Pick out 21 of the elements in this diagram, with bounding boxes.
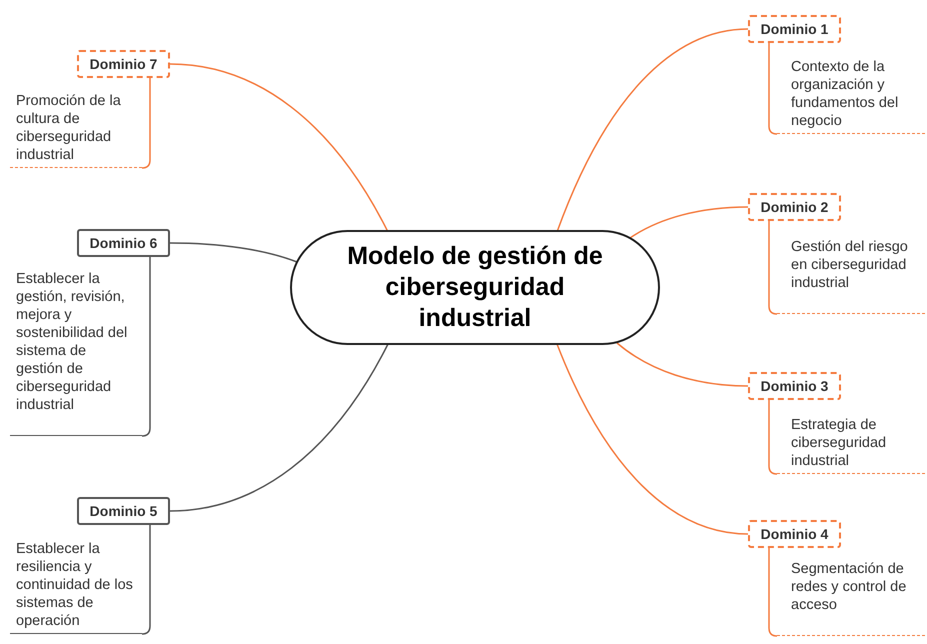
topic-box: Dominio 6: [77, 229, 170, 257]
connector-line: [556, 344, 748, 535]
subtopic-note: Promoción de la cultura de ciberseguridad industrial: [10, 90, 142, 168]
topic-box: Dominio 1: [748, 15, 841, 43]
connector-line: [170, 63, 389, 232]
subtopic-note: Establecer la gestión, revisión, mejora y sostenibilidad del sistema de gestión de ciberseguridad industrial: [10, 268, 142, 436]
subtopic-note: Segmentación de redes y control de acceso: [777, 558, 925, 636]
connector-line: [170, 242, 298, 263]
topic-box: Dominio 7: [77, 50, 170, 78]
connector-line: [556, 28, 748, 232]
subtopic-note: Establecer la resiliencia y continuidad de los sistemas de operación: [10, 538, 142, 634]
topic-box: Dominio 2: [748, 193, 841, 221]
connector-line: [630, 206, 748, 239]
connector-line: [170, 344, 389, 512]
subtopic-note: Gestión del riesgo en ciberseguridad industrial: [777, 236, 925, 314]
topic-box: Dominio 3: [748, 372, 841, 400]
topic-box: Dominio 4: [748, 520, 841, 548]
subtopic-note: Contexto de la organización y fundamentos del negocio: [777, 56, 925, 134]
subtopic-note: Estrategia de ciberseguridad industrial: [777, 414, 925, 474]
topic-box: Dominio 5: [77, 497, 170, 525]
central-topic: Modelo de gestión de ciberseguridad industrial: [290, 230, 660, 345]
